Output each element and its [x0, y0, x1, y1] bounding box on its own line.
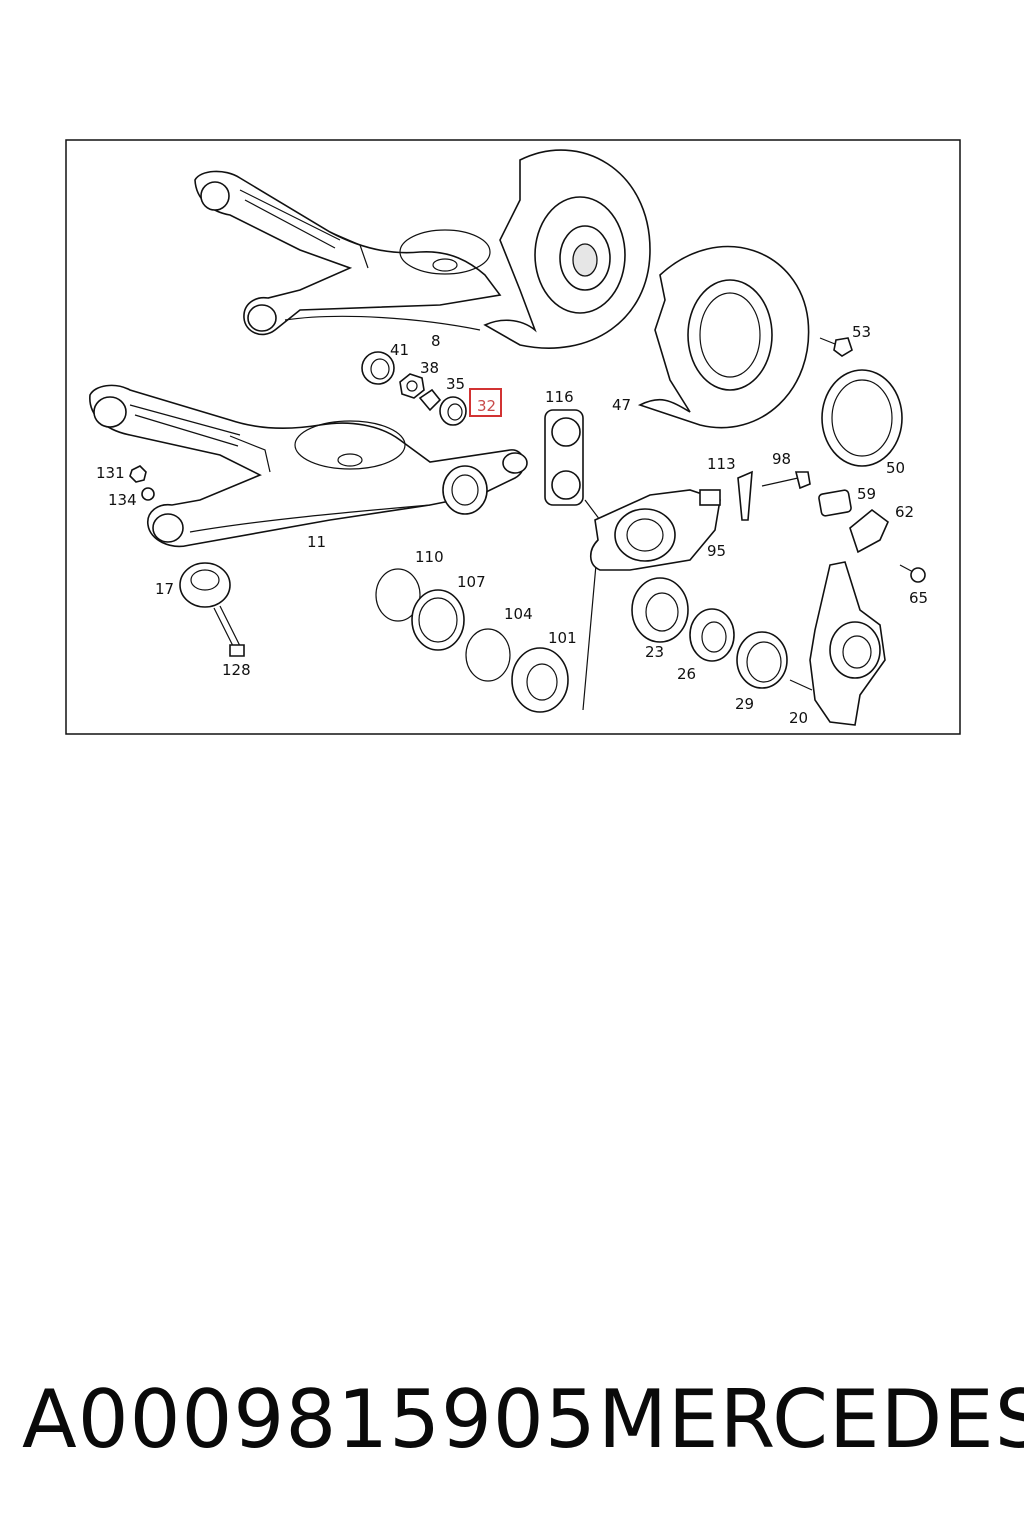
- washer-134: [141, 487, 155, 501]
- plate-50: [821, 369, 903, 467]
- callout-101: 101: [548, 629, 577, 647]
- callout-50: 50: [886, 459, 905, 477]
- footer: A0009815905 MERCEDES: [0, 1370, 1024, 1470]
- bearing-26: [689, 608, 735, 662]
- lower-control-arm-11: [89, 384, 528, 547]
- callout-20: 20: [789, 709, 808, 727]
- part-number: A0009815905: [22, 1373, 597, 1466]
- callout-113: 113: [707, 455, 736, 473]
- callout-98: 98: [772, 450, 791, 468]
- washer-35: [418, 388, 442, 412]
- callout-47: 47: [612, 396, 631, 414]
- callout-110: 110: [415, 548, 444, 566]
- bushing-41: [361, 351, 395, 385]
- callout-128: 128: [222, 661, 251, 679]
- pad-59: [818, 489, 852, 517]
- bearing-101: [511, 647, 569, 713]
- brand-name: MERCEDES: [598, 1373, 1024, 1466]
- callout-134: 134: [108, 491, 137, 509]
- callout-11: 11: [307, 533, 326, 551]
- seal-29: [736, 631, 788, 689]
- callout-107: 107: [457, 573, 486, 591]
- seal-107: [411, 589, 465, 651]
- bolt-98: [761, 471, 811, 490]
- callout-62: 62: [895, 503, 914, 521]
- callout-65: 65: [909, 589, 928, 607]
- bearing-23: [631, 577, 689, 643]
- callout-116: 116: [545, 388, 574, 406]
- brake-shield-upper: [483, 149, 651, 349]
- bracket-113: [737, 470, 753, 521]
- callout-26: 26: [677, 665, 696, 683]
- screw-65: [899, 564, 926, 583]
- callout-53: 53: [852, 323, 871, 341]
- snap-ring-110: [375, 568, 421, 622]
- callout-35: 35: [446, 375, 465, 393]
- bolt-128: [213, 605, 245, 657]
- sensor-62: [849, 508, 889, 554]
- callout-29: 29: [735, 695, 754, 713]
- callout-59: 59: [857, 485, 876, 503]
- bolt-53: [819, 337, 853, 357]
- callout-41: 41: [390, 341, 409, 359]
- callout-17: 17: [155, 580, 174, 598]
- callout-8: 8: [431, 332, 441, 350]
- nut-38: [399, 373, 425, 399]
- callout-23: 23: [645, 643, 664, 661]
- nut-131: [129, 465, 147, 483]
- highlight-box-32: [469, 388, 502, 417]
- callout-131: 131: [96, 464, 125, 482]
- bearing-32: [439, 396, 467, 426]
- snap-ring-104: [465, 628, 511, 682]
- bushing-17: [179, 562, 231, 608]
- brake-shield-47: [637, 245, 810, 429]
- callout-95: 95: [707, 542, 726, 560]
- carrier-95: [589, 489, 721, 571]
- callout-38: 38: [420, 359, 439, 377]
- wheel-hub-20: [789, 561, 886, 726]
- callout-32: 32: [477, 397, 496, 415]
- exploded-parts-diagram: 41 8 38 35 32 116 47 53 50 113 98 59 62 …: [65, 139, 961, 735]
- upper-control-arm-8: [194, 170, 502, 336]
- callout-104: 104: [504, 605, 533, 623]
